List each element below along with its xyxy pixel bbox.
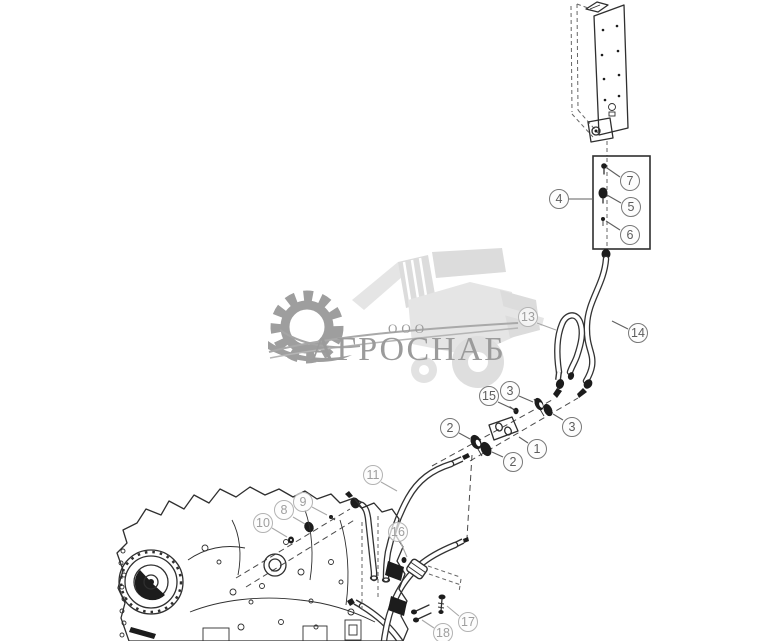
watermark-company-name: АГРОСНАБ [310, 331, 506, 368]
leader-line-3 [518, 395, 534, 403]
leader-line-17 [446, 605, 460, 617]
fittings-8-9-10 [235, 508, 357, 588]
fasteners-box [592, 155, 651, 259]
leader-line-8 [292, 516, 306, 525]
callout-leader-lines [271, 167, 629, 629]
leader-line-9 [311, 506, 328, 516]
pin-item-6 [601, 217, 605, 221]
watermark-machine-silhouette [352, 248, 544, 388]
leader-line-5 [606, 194, 622, 204]
leader-line-14 [611, 320, 629, 330]
callout-5: 5 [621, 197, 641, 217]
callout-8: 8 [274, 500, 294, 520]
port-lower [388, 596, 407, 616]
leader-line-1 [518, 436, 529, 444]
leader-line-6 [605, 220, 621, 231]
clamp-clip-16 [401, 557, 407, 563]
leader-line-11 [380, 481, 398, 492]
callout-3: 3 [562, 417, 582, 437]
leader-line-13 [536, 322, 557, 331]
clamp-pair-2 [470, 434, 492, 457]
leader-line-2 [491, 451, 504, 458]
bolt-item-7 [601, 163, 607, 169]
leader-line-16 [399, 540, 408, 558]
callout-10: 10 [253, 513, 273, 533]
callout-9: 9 [293, 492, 313, 512]
oil-cooler [570, 1, 629, 156]
callout-2: 2 [440, 418, 460, 438]
leader-line-2 [458, 432, 471, 440]
leader-line-18 [421, 619, 435, 629]
callout-14: 14 [628, 323, 648, 343]
leader-line-15 [497, 401, 514, 410]
clamp-pair-3 [533, 397, 553, 417]
leader-line-10 [271, 527, 288, 538]
callout-13: 13 [518, 307, 538, 327]
clamp-plate-1 [488, 416, 519, 441]
callout-2: 2 [503, 452, 523, 472]
callout-16: 16 [388, 522, 408, 542]
callout-4: 4 [549, 189, 569, 209]
watermark-company-prefix: ООО [388, 321, 429, 336]
hose-14 [577, 255, 610, 398]
callout-17: 17 [458, 612, 478, 632]
hose-16 [380, 537, 469, 641]
lower-hose [347, 598, 404, 641]
callout-11: 11 [363, 465, 383, 485]
callout-1: 1 [527, 439, 547, 459]
fitting-item-5 [598, 187, 608, 199]
fitting-item-8 [304, 521, 314, 533]
leader-line-7 [606, 167, 621, 178]
bolts-18 [411, 604, 432, 623]
callout-15: 15 [479, 386, 499, 406]
callout-7: 7 [620, 171, 640, 191]
bolts-17 [437, 594, 446, 614]
callout-3: 3 [500, 381, 520, 401]
callout-6: 6 [620, 225, 640, 245]
watermark-gear-logo [268, 290, 519, 364]
port-upper [385, 561, 404, 581]
transmission [116, 486, 409, 641]
leader-line-3 [552, 413, 564, 421]
hose-13 [553, 312, 586, 398]
hose-14-top-nut [601, 249, 611, 259]
callout-18: 18 [433, 623, 453, 641]
